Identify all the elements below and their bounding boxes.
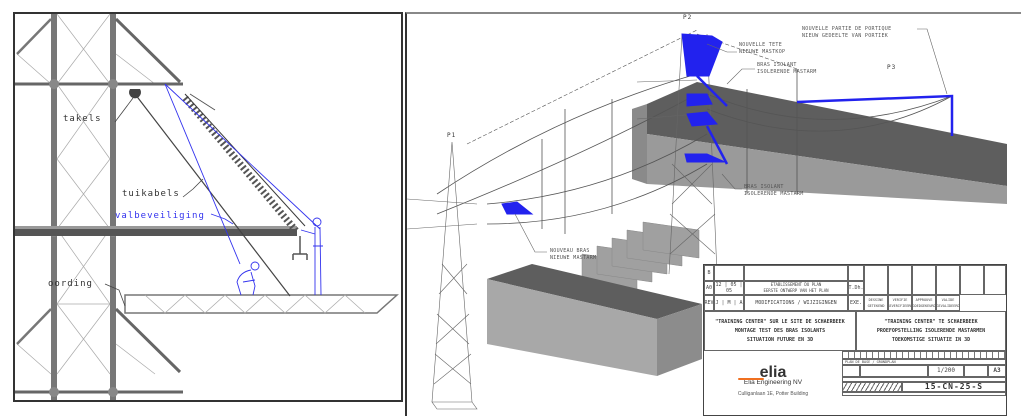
desc-cell: ETABLISSEMENT DU PLAN EERSTE ONTWERP VAN… (744, 281, 848, 295)
company-block: elia Elia Engineering NV Culliganlaan 1E… (704, 351, 842, 415)
hatch-cell (842, 382, 902, 392)
drawing-number: 15-CN-25-S (902, 382, 1006, 392)
date-cell: J | M | A (714, 295, 744, 311)
by-cell (848, 265, 864, 281)
by-cell: EXE. (848, 295, 864, 311)
title-french: "TRAINING CENTER" SUR LE SITE DE SCHAERB… (704, 311, 856, 351)
sign-cell (888, 265, 912, 295)
sheet-cell (964, 365, 988, 377)
sign-cell (984, 265, 1006, 295)
pylon-tag-p1: P1 (447, 132, 457, 139)
sign-cell (960, 265, 984, 295)
rev-cell: B (704, 265, 714, 281)
rev-cell: A0 (704, 281, 714, 295)
sign-cell (912, 265, 936, 295)
elia-logo: elia (737, 364, 786, 380)
pylons-3d-svg (407, 28, 1007, 410)
side-elevation-drawing: takels tuikabels valbeveiliging oording (13, 12, 403, 402)
title-block: B A0 12 | 05 | 05 ETABLISSEMENT DU PLAN … (703, 264, 1007, 416)
sign-header-dessine: DESSINE GETEKEND (864, 295, 888, 311)
title-dutch: "TRAINING CENTER" TE SCHAERBEEK PROEFOPS… (856, 311, 1006, 351)
plan-label: PLAN DE BASE / GRONDPLAN (842, 359, 1006, 365)
label-takels: takels (63, 114, 102, 124)
label-oording: oording (48, 279, 93, 289)
grid-strip (842, 351, 1006, 359)
company-address: Culliganlaan 1E, Potter Building (737, 390, 809, 397)
date-cell (714, 265, 744, 281)
by-cell: T.Dh. (848, 281, 864, 295)
meta-strip (842, 377, 1006, 382)
sign-header-valide: VALIDE GEVALIDEERD (936, 295, 960, 311)
date-cell: 12 | 05 | 05 (714, 281, 744, 295)
sign-cell (864, 265, 888, 295)
label-valbeveiliging: valbeveiliging (115, 211, 205, 221)
sign-header-verifie: VERIFIE GEVERIFIEERD (888, 295, 912, 311)
footer-strip (842, 392, 1006, 396)
sign-header-approuve: APPROUVE GOEDGEKEURD (912, 295, 936, 311)
desc-cell: MODIFICATIONS / WIJZIGINGEN (744, 295, 848, 311)
desc-cell (744, 265, 848, 281)
format-cell: A3 (988, 365, 1006, 377)
pylon-tag-p3: P3 (887, 64, 897, 71)
plan-code-cell (842, 365, 860, 377)
sign-cell (936, 265, 960, 295)
tower-elevation-svg (15, 14, 399, 400)
scale-cell: 1/200 (928, 365, 964, 377)
company-name: Elia Engineering NV (743, 378, 803, 386)
pylon-tag-p2: P2 (683, 14, 693, 21)
rev-cell: REV (704, 295, 714, 311)
label-tuikabels: tuikabels (122, 189, 180, 199)
plan-blank-cell (860, 365, 928, 377)
elia-swoosh-icon (737, 377, 764, 380)
